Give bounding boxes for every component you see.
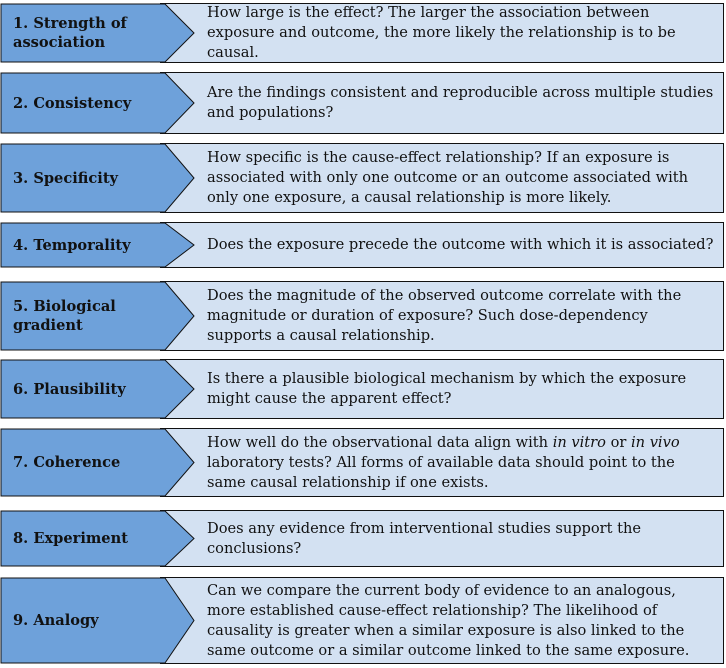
criterion-label: 3. Specificity: [13, 169, 119, 187]
criterion-label-container: 7. Coherence: [13, 428, 163, 497]
criterion-row-plausibility: Is there a plausible biological mechanis…: [0, 359, 726, 419]
chevron-arrow-polygon: [0, 3, 195, 63]
criterion-label: 6. Plausibility: [13, 380, 126, 398]
description-fragment: laboratory tests? All forms of available…: [207, 453, 675, 491]
criterion-label: 4. Temporality: [13, 236, 131, 254]
chevron-arrow-polygon: [0, 577, 195, 664]
chevron-arrow-shape: [0, 510, 195, 567]
chevron-arrow-polygon: [0, 281, 195, 351]
chevron-arrow-polygon: [0, 143, 195, 213]
criterion-description: Is there a plausible biological mechanis…: [207, 370, 687, 407]
criterion-label: 8. Experiment: [13, 530, 128, 547]
criterion-row-consistency: Are the findings consistent and reproduc…: [0, 72, 726, 134]
criterion-label-container: 2. Consistency: [13, 72, 163, 134]
criterion-row-experiment: Does any evidence from interventional st…: [0, 510, 726, 567]
chevron-arrow-polygon: [0, 428, 195, 497]
criterion-label-container: 9. Analogy: [13, 577, 163, 664]
criterion-description-box: How well do the observational data align…: [160, 428, 724, 497]
criterion-description-box: Does the magnitude of the observed outco…: [160, 281, 724, 351]
criterion-label-container: 4. Temporality: [13, 222, 163, 268]
criterion-description: How specific is the cause-effect relatio…: [207, 149, 689, 206]
criterion-row-strength-of-association: How large is the effect? The larger the …: [0, 3, 726, 63]
chevron-arrow-shape: [0, 143, 195, 213]
chevron-arrow-shape: [0, 281, 195, 351]
criterion-description-box: How large is the effect? The larger the …: [160, 3, 724, 63]
criterion-description-box: How specific is the cause-effect relatio…: [160, 143, 724, 213]
criterion-row-specificity: How specific is the cause-effect relatio…: [0, 143, 726, 213]
chevron-arrow-shape: [0, 72, 195, 134]
criterion-description-box: Can we compare the current body of evide…: [160, 577, 724, 664]
chevron-arrow-shape: [0, 3, 195, 63]
criterion-label-container: 1. Strength of association: [13, 3, 163, 63]
criterion-description-box: Does any evidence from interventional st…: [160, 510, 724, 567]
criterion-label: 1. Strength of association: [13, 15, 127, 51]
criterion-row-analogy: Can we compare the current body of evide…: [0, 577, 726, 664]
criterion-description-box: Are the findings consistent and reproduc…: [160, 72, 724, 134]
chevron-arrow-shape: [0, 428, 195, 497]
criterion-label: 2. Consistency: [13, 94, 132, 112]
criterion-label-container: 6. Plausibility: [13, 359, 163, 419]
criterion-label-container: 8. Experiment: [13, 510, 163, 567]
criterion-description: Does any evidence from interventional st…: [207, 519, 642, 557]
italic-term: in vitro: [552, 433, 606, 451]
chevron-arrow-polygon: [0, 359, 195, 419]
criterion-description: How well do the observational data align…: [207, 433, 715, 493]
description-fragment: or: [605, 433, 631, 451]
criterion-label: 9. Analogy: [13, 612, 99, 629]
criterion-label-container: 5. Biological gradient: [13, 281, 163, 351]
description-fragment: How well do the observational data align…: [207, 433, 553, 451]
criterion-label-container: 3. Specificity: [13, 143, 163, 213]
chevron-arrow-shape: [0, 359, 195, 419]
criterion-row-biological-gradient: Does the magnitude of the observed outco…: [0, 281, 726, 351]
criterion-description: Does the exposure precede the outcome wi…: [207, 236, 714, 253]
criterion-row-coherence: How well do the observational data align…: [0, 428, 726, 497]
chevron-arrow-shape: [0, 222, 195, 268]
criterion-description: How large is the effect? The larger the …: [207, 4, 676, 61]
criterion-description: Can we compare the current body of evide…: [207, 581, 690, 659]
chevron-arrow-polygon: [0, 72, 195, 134]
chevron-arrow-polygon: [0, 510, 195, 567]
criterion-label: 5. Biological gradient: [13, 298, 116, 334]
criterion-description-box: Is there a plausible biological mechanis…: [160, 359, 724, 419]
criterion-description-box: Does the exposure precede the outcome wi…: [160, 222, 724, 268]
chevron-arrow-polygon: [0, 222, 195, 268]
criterion-label: 7. Coherence: [13, 454, 121, 471]
criterion-description: Does the magnitude of the observed outco…: [207, 287, 682, 344]
chevron-arrow-shape: [0, 577, 195, 664]
criterion-row-temporality: Does the exposure precede the outcome wi…: [0, 222, 726, 268]
criterion-description: Are the findings consistent and reproduc…: [207, 84, 714, 121]
italic-term: in vivo: [630, 433, 680, 451]
